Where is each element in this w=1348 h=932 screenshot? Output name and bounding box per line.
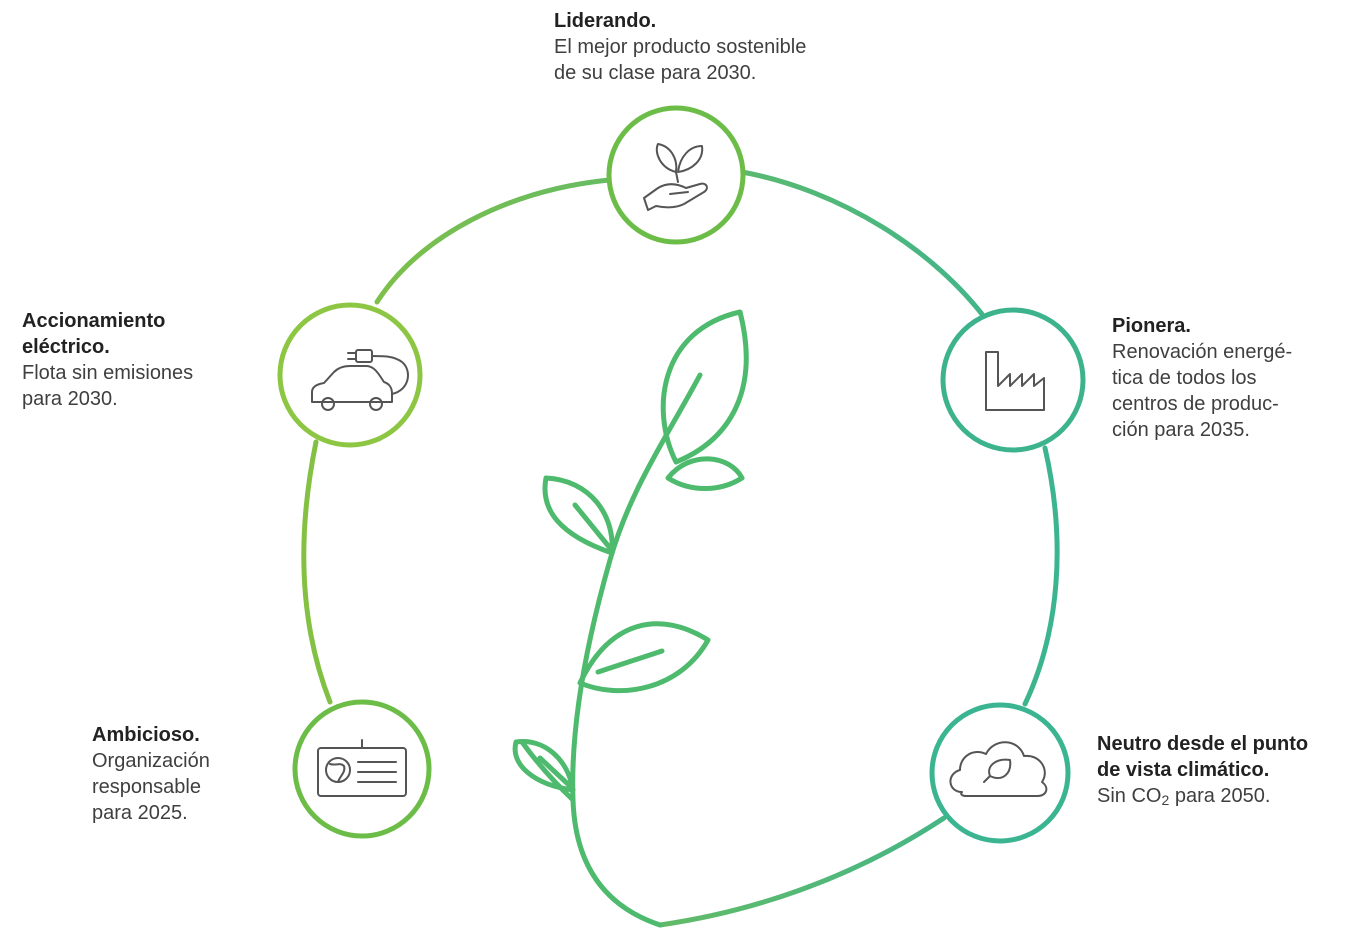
- milestone-top-title: Liderando.: [554, 10, 657, 32]
- hand-with-sprout-icon: [643, 143, 708, 211]
- vine-stem-lower: [519, 739, 576, 803]
- milestone-bottom-left-label: Ambicioso. Organización responsable para…: [92, 722, 272, 826]
- vine: [512, 309, 749, 928]
- milestone-bottom-left-desc: Organización responsable para 2025.: [92, 750, 210, 824]
- ring-segment-right: [1022, 445, 1060, 707]
- id-badge-globe-icon: [317, 739, 407, 797]
- milestone-right-title: Pionera.: [1112, 315, 1191, 337]
- leaf-middle-right: [577, 621, 711, 694]
- co2-suffix: para 2050.: [1169, 785, 1271, 807]
- leaf-bottom-vein: [537, 755, 573, 789]
- ring: [301, 169, 1060, 928]
- ring-segment-left: [301, 439, 333, 705]
- milestone-left-desc: Flota sin emisiones para 2030.: [22, 362, 194, 410]
- milestone-bottom-left-title: Ambicioso.: [92, 724, 200, 746]
- vine-stem: [570, 372, 703, 928]
- leaf-top: [660, 309, 749, 465]
- node-left-circle: [277, 302, 423, 448]
- ring-segment-bottom-right: [657, 815, 947, 928]
- milestone-left-label: Accionamiento eléctrico. Flota sin emisi…: [22, 308, 242, 412]
- nodes: [277, 105, 1086, 844]
- milestone-bottom-right-label: Neutro desde el punto de vista climático…: [1097, 731, 1347, 813]
- leaf-left-upper-vein: [572, 502, 613, 551]
- node-right-circle: [940, 307, 1086, 453]
- factory-icon: [985, 351, 1045, 411]
- node-bottom-right-circle: [929, 702, 1071, 844]
- milestone-right-label: Pionera. Renovación energé- tica de todo…: [1112, 313, 1342, 443]
- leaf-middle-vein: [595, 648, 665, 675]
- cloud-leaf-icon: [949, 741, 1048, 797]
- ring-segment-top-right: [739, 169, 991, 325]
- milestone-bottom-right-title: Neutro desde el punto de vista climático…: [1097, 733, 1309, 781]
- electric-car-plug-icon: [311, 349, 409, 411]
- milestone-right-desc: Renovación energé- tica de todos los cen…: [1112, 341, 1293, 441]
- leaf-left-upper: [542, 475, 615, 556]
- milestone-top-desc: El mejor producto sostenible de su clase…: [554, 36, 807, 84]
- leaf-right-small: [665, 456, 745, 491]
- milestone-bottom-right-desc: Sin CO2 para 2050.: [1097, 783, 1347, 813]
- co2-subscript: 2: [1161, 792, 1170, 808]
- milestone-top-label: Liderando. El mejor producto sostenible …: [554, 8, 874, 86]
- leaf-bottom-left: [512, 739, 576, 793]
- ring-segment-top-left: [374, 177, 612, 305]
- milestone-left-title: Accionamiento eléctrico.: [22, 310, 166, 358]
- co2-prefix: Sin CO: [1097, 785, 1162, 807]
- node-bottom-left-circle: [292, 699, 432, 839]
